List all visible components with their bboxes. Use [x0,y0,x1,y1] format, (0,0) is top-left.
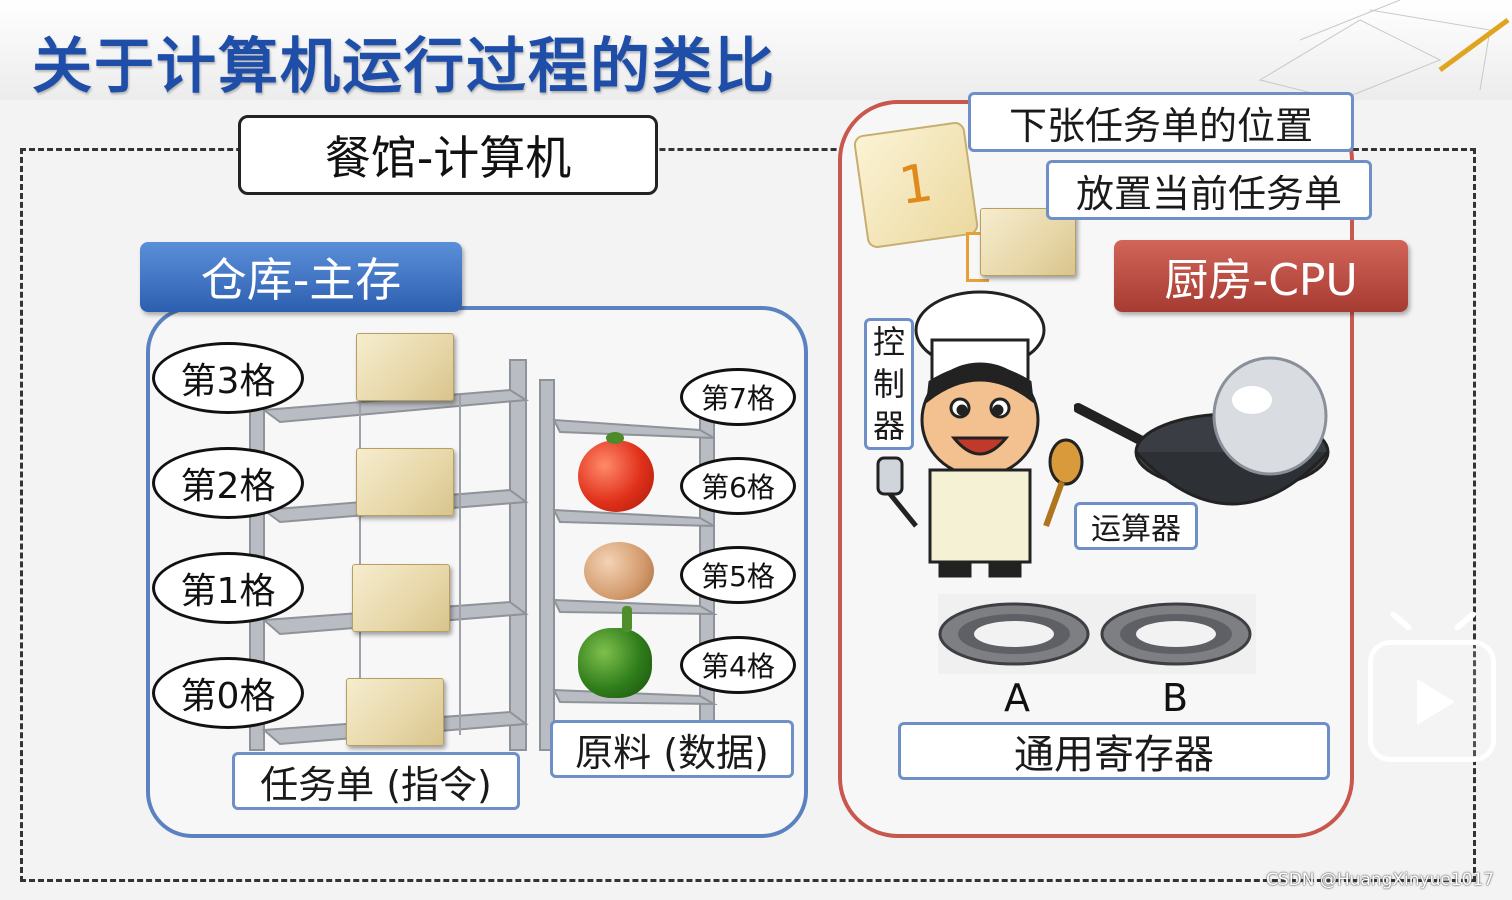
pencil-icon [1438,17,1510,73]
memory-slot-7: 第7格 [680,368,796,426]
play-icon [1417,679,1455,725]
memory-slot-6: 第6格 [680,457,796,515]
slide-title: 关于计算机运行过程的类比 [32,32,776,102]
instruction-paper-3 [356,333,454,401]
instruction-paper-1 [352,564,450,632]
memory-slot-3: 第3格 [152,342,304,414]
controller-label: 控 制 器 [864,318,914,450]
memory-slot-5: 第5格 [680,546,796,604]
plate-b-icon [1100,602,1252,666]
warehouse-memory-title: 仓库-主存 [140,242,462,312]
instruction-paper-2 [356,448,454,516]
memory-slot-0: 第0格 [152,657,304,729]
shelf-illustration [249,359,718,751]
data-callout: 原料 (数据) [550,720,794,778]
general-registers-label: 通用寄存器 [898,722,1330,780]
controller-char-3: 器 [872,407,905,445]
chef-icon [876,290,1084,578]
play-button[interactable] [1368,640,1496,762]
controller-char-2: 制 [872,365,905,403]
wok-icon [1074,356,1330,506]
register-a-label: A [1004,676,1030,720]
tomato-icon [578,440,654,512]
sketch-decoration [1258,0,1510,100]
kitchen-cpu-title: 厨房-CPU [1114,240,1408,312]
memory-slot-2: 第2格 [152,447,304,519]
alu-label: 运算器 [1074,502,1198,550]
plate-a-icon [938,602,1090,666]
restaurant-computer-label: 餐馆-计算机 [238,115,658,195]
memory-slot-1: 第1格 [152,552,304,624]
instruction-paper-0 [346,678,444,746]
instruction-callout: 任务单 (指令) [232,752,520,810]
register-b-label: B [1162,676,1189,720]
next-order-callout: 下张任务单的位置 [968,92,1354,152]
watermark: CSDN @HuangXinyue1017 [1266,870,1495,890]
tomato-stem-icon [606,432,624,444]
controller-char-1: 控 [872,323,905,361]
plates-illustration [938,594,1256,674]
scroll-icon: 1 [852,120,980,250]
register-bracket [966,232,989,282]
memory-slot-4: 第4格 [680,636,796,694]
pepper-stem-icon [622,606,632,632]
current-order-callout: 放置当前任务单 [1046,160,1372,220]
pepper-icon [578,628,652,698]
egg-icon [584,542,654,600]
outer-dashed-frame [20,148,1476,882]
title-band [0,0,1512,100]
